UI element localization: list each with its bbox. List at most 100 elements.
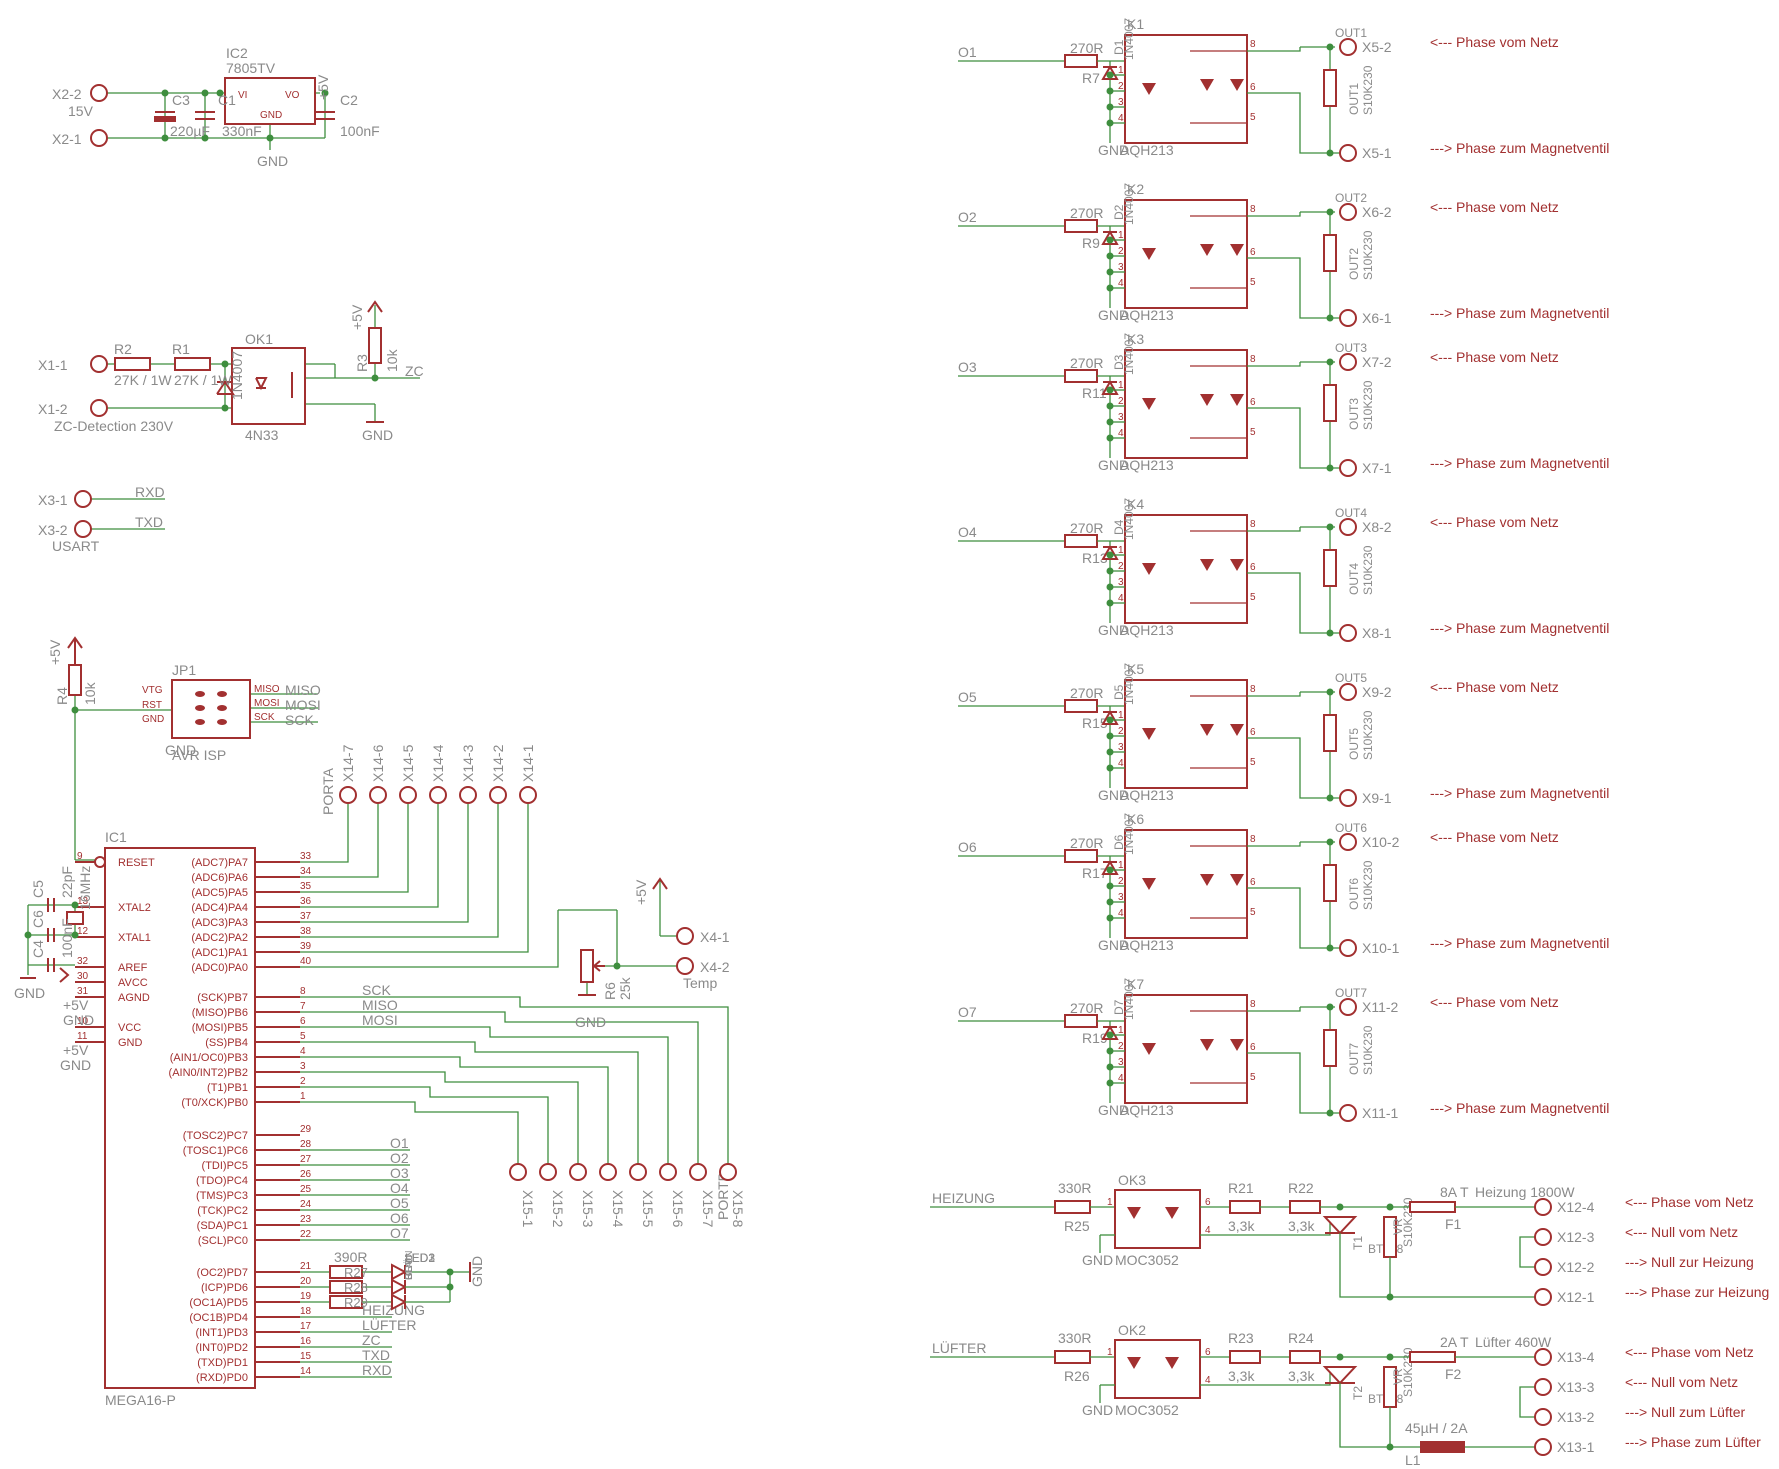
wire <box>300 802 439 908</box>
porta-conn-label: X14-3 <box>460 744 476 782</box>
led-resistor-label: R28 <box>344 1280 368 1295</box>
ok1-value: 4N33 <box>245 427 279 443</box>
relay-resistor-label: R13 <box>1082 550 1108 566</box>
usart-connector <box>74 490 165 538</box>
isp-gnd-label: GND <box>142 714 164 725</box>
relay-diode-label: D6 <box>1112 834 1126 850</box>
pin-name: (AIN1/OC0)PB3 <box>170 1052 248 1064</box>
r2-value: 27K / 1W <box>114 372 172 388</box>
triac-conn-label: X12-4 <box>1557 1199 1595 1215</box>
triac-input-res-label: R25 <box>1064 1218 1090 1234</box>
wire <box>300 1026 669 1165</box>
relay-net-label: O4 <box>958 524 977 540</box>
relay-output-pad <box>1339 624 1357 642</box>
crystal-value: 16MHz <box>77 866 93 910</box>
pin-name: (ADC2)PA2 <box>191 932 248 944</box>
vo-pin-label: VO <box>285 90 300 101</box>
opto-pin: 6 <box>1205 1347 1211 1358</box>
pin-name: (TDI)PC5 <box>202 1160 248 1172</box>
pin-number: 27 <box>300 1154 312 1165</box>
relay-net-label: O3 <box>958 359 977 375</box>
pin-number: 34 <box>300 866 312 877</box>
relay-varistor-value: S10K230 <box>1361 230 1375 280</box>
triac-ra-label: R21 <box>1228 1180 1254 1196</box>
portb-conn-label: X15-1 <box>520 1190 536 1228</box>
relay-conn-a-label: X9-2 <box>1362 684 1392 700</box>
triac-conn-label: X13-1 <box>1557 1439 1595 1455</box>
pin-name: (SCK)PB7 <box>197 992 248 1004</box>
relay-fet <box>1230 874 1244 886</box>
pin-number: 12 <box>77 926 89 937</box>
opto-pin: 1 <box>1107 1197 1113 1208</box>
porta-conn-label: X14-6 <box>370 744 386 782</box>
wire <box>1339 1233 1535 1298</box>
pc-net-label: O5 <box>390 1195 409 1211</box>
status-leds <box>446 1262 471 1302</box>
relay-conn-a-label: X7-2 <box>1362 354 1392 370</box>
pin-name: (T1)PB1 <box>207 1082 248 1094</box>
relay-diode-value: 1N4007 <box>1122 978 1136 1020</box>
triac-note: <--- Phase vom Netz <box>1625 1194 1754 1210</box>
wire <box>300 802 469 923</box>
isp-mosi-pin: MOSI <box>254 698 280 709</box>
junction <box>1326 358 1334 366</box>
relay-box <box>1124 994 1248 1104</box>
relay-resistor <box>1064 1014 1098 1028</box>
portb-conn-label: X15-2 <box>550 1190 566 1228</box>
porta-label: PORTA <box>320 767 336 815</box>
fuse-label: F1 <box>1445 1216 1462 1232</box>
relay-varistor-value: S10K230 <box>1361 65 1375 115</box>
porta-conn-label: X14-2 <box>490 744 506 782</box>
pin-number: 3 <box>300 1061 306 1072</box>
relay-pin-num: 5 <box>1250 277 1256 288</box>
r4-label: R4 <box>54 687 70 705</box>
relay-pin-num: 8 <box>1250 39 1256 50</box>
wire <box>300 1101 519 1165</box>
relay-box <box>1124 34 1248 144</box>
relay-diode-label: D5 <box>1112 684 1126 700</box>
power-supply <box>90 77 335 150</box>
pin-number: 13 <box>77 896 89 907</box>
relay-resistor-label: R17 <box>1082 865 1108 881</box>
r1-label: R1 <box>172 341 190 357</box>
triac-label: T1 <box>1351 1236 1365 1250</box>
triac-rb-value: 3,3k <box>1288 1218 1315 1234</box>
relay-resistor-value: 270R <box>1070 1000 1103 1016</box>
pin-number: 17 <box>300 1321 312 1332</box>
pin-name: (AIN0/INT2)PB2 <box>169 1067 248 1079</box>
c5-label: C5 <box>30 880 46 898</box>
optotriac-triac <box>1165 1207 1179 1219</box>
relay-part-label: AQH213 <box>1120 1102 1174 1118</box>
junction <box>1336 1353 1344 1361</box>
relay-pin-num: 3 <box>1118 412 1124 423</box>
triac-note: ---> Null zum Lüfter <box>1625 1404 1746 1420</box>
relay-resistor-label: R7 <box>1082 70 1100 86</box>
wire <box>300 1056 609 1165</box>
wire <box>1247 257 1340 319</box>
relay-varistor-value: S10K230 <box>1361 380 1375 430</box>
junction <box>1106 748 1114 756</box>
led-color-label: ROT <box>404 1259 415 1280</box>
pin-number: 31 <box>77 986 89 997</box>
portb-pad <box>539 1163 557 1181</box>
relay-pin-num: 5 <box>1250 427 1256 438</box>
triac-note: <--- Null vom Netz <box>1625 1224 1738 1240</box>
r6-label: R6 <box>602 982 618 1000</box>
triac-rb-value: 3,3k <box>1288 1368 1315 1384</box>
relay-phase-out-note: ---> Phase zum Magnetventil <box>1430 455 1609 471</box>
pin-number: 4 <box>300 1046 306 1057</box>
relay-box <box>1124 829 1248 939</box>
c1-label: C1 <box>218 92 236 108</box>
relay-out-label: OUT7 <box>1347 1043 1361 1075</box>
ok1-label: OK1 <box>245 331 273 347</box>
pin-number: 24 <box>300 1199 312 1210</box>
relay-diode-value: 1N4007 <box>1122 813 1136 855</box>
pin-number: 11 <box>77 1031 88 1042</box>
wire <box>300 802 529 953</box>
relay-phase-in-note: <--- Phase vom Netz <box>1430 34 1559 50</box>
relay-pin-num: 4 <box>1118 1073 1124 1084</box>
relay-diode-value: 1N4007 <box>1122 498 1136 540</box>
